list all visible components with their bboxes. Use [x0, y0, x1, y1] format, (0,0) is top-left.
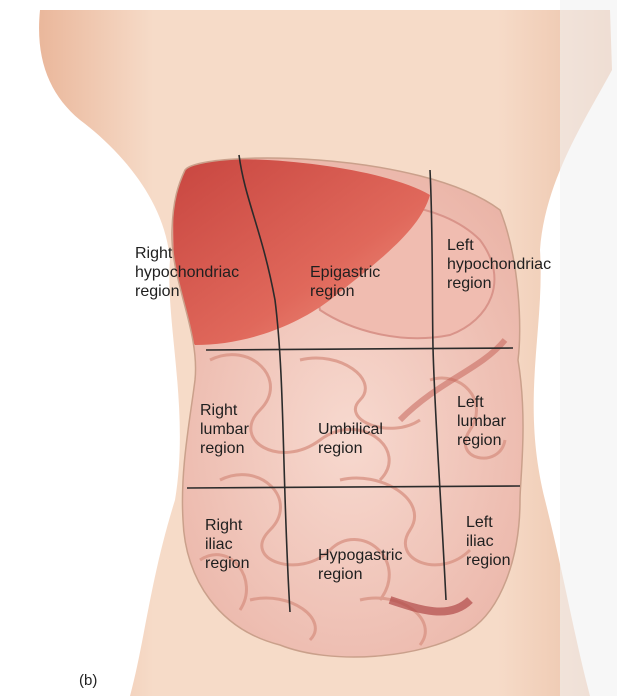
label-right-lumbar: Right lumbar region: [200, 401, 249, 458]
label-hypogastric: Hypogastric region: [318, 546, 402, 584]
label-epigastric: Epigastric region: [310, 263, 380, 301]
label-right-hypochondriac: Right hypochondriac region: [135, 244, 239, 301]
label-left-lumbar: Left lumbar region: [457, 393, 506, 450]
label-left-iliac: Left iliac region: [466, 513, 510, 570]
page-background-strip: [560, 0, 617, 696]
label-umbilical: Umbilical region: [318, 420, 383, 458]
label-right-iliac: Right iliac region: [205, 516, 249, 573]
figure-label: (b): [79, 672, 97, 689]
label-left-hypochondriac: Left hypochondriac region: [447, 236, 551, 293]
